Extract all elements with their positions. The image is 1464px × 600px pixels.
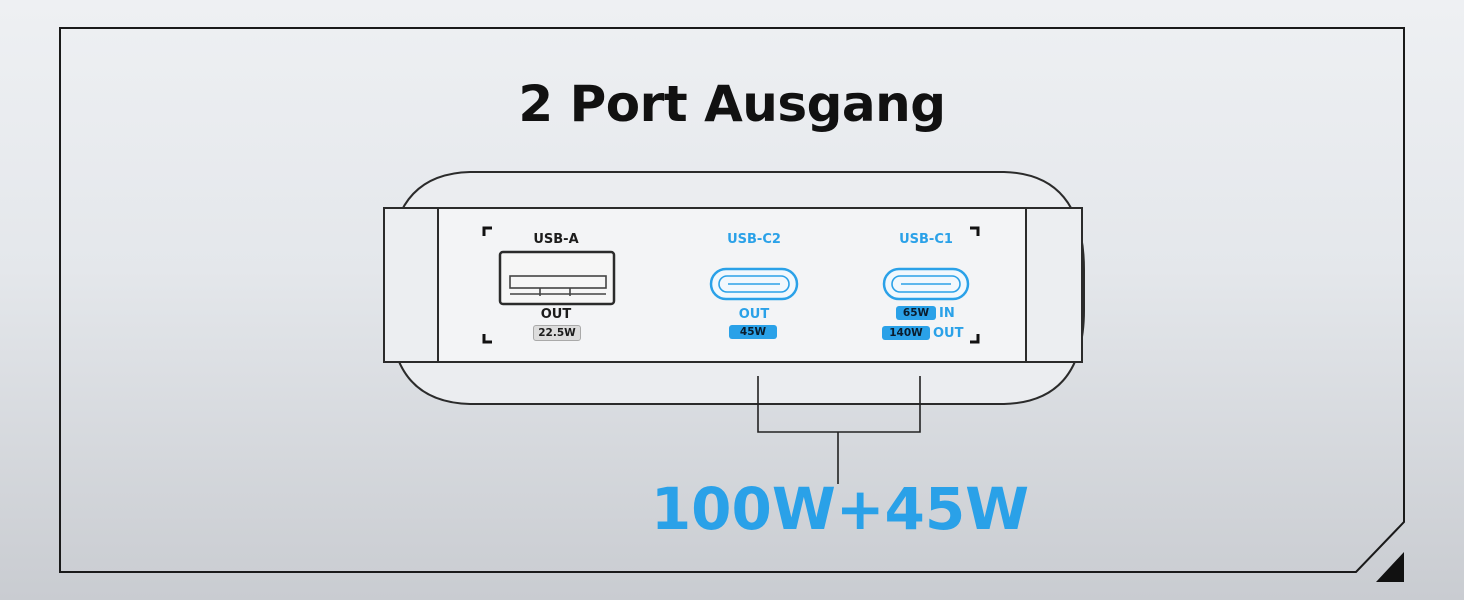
usb-c2-direction-label: OUT [738, 307, 770, 322]
usb-c1-port-icon [882, 267, 970, 301]
usb-c2-port-icon [709, 267, 799, 301]
bracket-bottom-left [482, 334, 492, 344]
bracket-bottom-right [970, 334, 980, 344]
usb-c1-output-label: OUT [933, 326, 964, 341]
combined-output-connector [757, 376, 921, 484]
page-title: 2 Port Ausgang [518, 75, 946, 133]
usb-c1-input-power-badge: 65W [896, 306, 936, 320]
usb-a-power-badge: 22.5W [533, 325, 581, 341]
usb-c1-output-power-badge: 140W [882, 326, 930, 340]
bracket-top-right [970, 226, 980, 236]
bracket-top-left [482, 226, 492, 236]
usb-c1-input-label: IN [939, 306, 955, 321]
frame-border [59, 27, 1405, 573]
end-cap-right [1025, 207, 1083, 363]
end-cap-left [383, 207, 439, 363]
usb-c2-port-label: USB-C2 [727, 232, 781, 247]
usb-c1-port-label: USB-C1 [899, 232, 953, 247]
usb-c2-power-badge: 45W [729, 325, 777, 339]
usb-a-direction-label: OUT [540, 307, 572, 322]
combined-output-total: 100W+45W [650, 475, 1030, 543]
corner-triangle [1376, 552, 1404, 582]
usb-a-port-label: USB-A [533, 232, 579, 247]
usb-a-port-icon [498, 250, 616, 306]
